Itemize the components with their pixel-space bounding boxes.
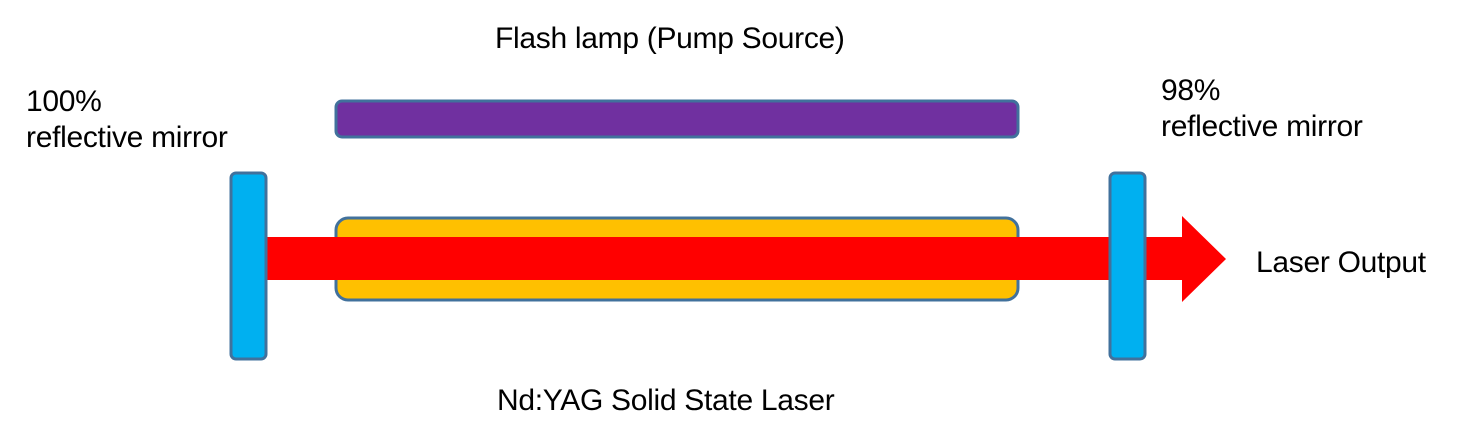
right-mirror-label: 98% reflective mirror (1161, 73, 1363, 145)
left-mirror-description: reflective mirror (26, 121, 228, 154)
right-mirror-description: reflective mirror (1161, 110, 1363, 143)
laser-type-label: Nd:YAG Solid State Laser (497, 384, 835, 417)
laser-output-label: Laser Output (1256, 246, 1426, 279)
pump-source-label: Flash lamp (Pump Source) (495, 22, 845, 55)
laser-beam-arrow (264, 216, 1226, 302)
left-mirror (229, 171, 268, 361)
left-mirror-label: 100% reflective mirror (26, 84, 228, 156)
flash-lamp-bar (334, 99, 1020, 139)
left-mirror-percent: 100% (26, 85, 102, 118)
right-mirror-percent: 98% (1161, 74, 1221, 107)
right-mirror (1108, 171, 1147, 361)
